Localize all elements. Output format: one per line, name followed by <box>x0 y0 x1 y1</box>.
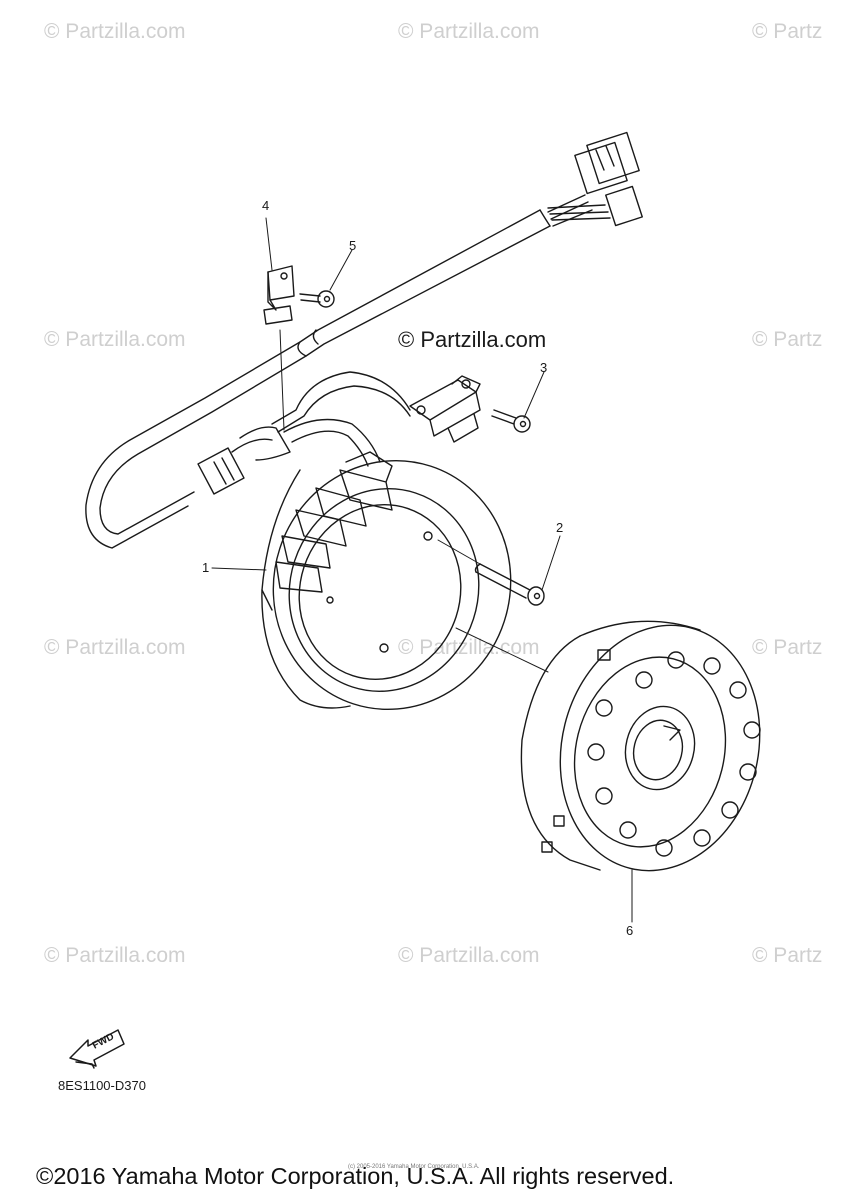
watermark: © Partzilla.com <box>44 636 186 659</box>
watermark: © Partzilla.com <box>398 944 540 967</box>
fwd-arrow-icon <box>69 1029 125 1069</box>
watermark: © Partz <box>752 636 823 659</box>
bolt <box>491 409 531 433</box>
callout-number: 2 <box>556 520 564 535</box>
leader-lines <box>211 217 633 923</box>
watermark-main: © Partzilla.com <box>398 327 547 352</box>
alignment-lines <box>279 329 549 673</box>
callout-number: 1 <box>202 560 210 575</box>
cable-clamp <box>263 265 295 325</box>
watermark: © Partzilla.com <box>44 20 186 43</box>
callout-number: 4 <box>262 198 270 213</box>
diagram-code: 8ES1100-D370 <box>58 1078 146 1093</box>
stator-windings <box>275 451 393 593</box>
stator-leads <box>197 371 411 495</box>
watermark: © Partzilla.com <box>398 20 540 43</box>
callout-number: 6 <box>626 923 634 938</box>
callout-number: 3 <box>540 360 548 375</box>
watermark: © Partz <box>752 328 823 351</box>
watermark: © Partzilla.com <box>44 944 186 967</box>
tiny-copyright-notice: (c) 2005-2016 Yamaha Motor Corporation, … <box>348 1164 480 1170</box>
bolt <box>299 290 335 308</box>
watermark: © Partz <box>752 944 823 967</box>
rotor-magnets <box>587 651 761 857</box>
watermark: © Partz <box>752 20 823 43</box>
bolt <box>474 563 545 606</box>
callout-number: 5 <box>349 238 357 253</box>
watermark: © Partzilla.com <box>44 328 186 351</box>
copyright-footer: ©2016 Yamaha Motor Corporation, U.S.A. A… <box>36 1163 675 1189</box>
harness-connector <box>547 131 643 227</box>
pickup-coil-bracket <box>409 375 481 443</box>
rotor <box>520 620 761 872</box>
wire-harness <box>85 209 551 549</box>
stator <box>261 459 512 711</box>
